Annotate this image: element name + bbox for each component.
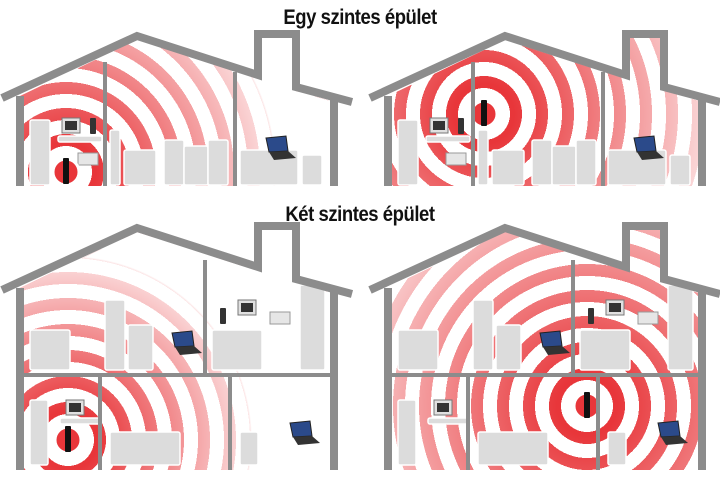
screen xyxy=(69,403,81,412)
armchair-icon xyxy=(491,149,525,186)
sofa-icon xyxy=(109,431,181,466)
laptop-icon xyxy=(657,420,681,438)
roof-outline xyxy=(0,30,354,106)
sofa-icon xyxy=(477,431,549,466)
desk-icon xyxy=(59,417,101,425)
armchair-icon xyxy=(123,149,157,186)
sofa-icon xyxy=(397,329,439,371)
screen xyxy=(609,303,621,312)
laptop-icon xyxy=(171,330,195,348)
cabinet-icon xyxy=(109,129,121,186)
roof-outline xyxy=(368,30,720,106)
printer-icon xyxy=(637,311,659,325)
laptop-base xyxy=(175,346,202,355)
title-two-story: Két szintes épület xyxy=(285,203,435,226)
laptop-base xyxy=(293,436,320,445)
cabinet-icon xyxy=(472,299,494,371)
desk-icon xyxy=(211,329,263,371)
roof-outline xyxy=(368,222,720,298)
desk-icon xyxy=(57,135,103,143)
phone-icon xyxy=(458,118,464,134)
cabinet-icon xyxy=(397,399,417,466)
tv-icon xyxy=(183,145,209,186)
cabinet-icon xyxy=(397,119,419,186)
cabinet-icon xyxy=(667,284,694,371)
cabinet-icon xyxy=(299,284,326,371)
laptop-base xyxy=(269,151,296,160)
screen xyxy=(65,121,77,130)
laptop-icon xyxy=(539,330,563,348)
laptop-base xyxy=(661,436,688,445)
cabinet-icon xyxy=(477,129,489,186)
printer-icon xyxy=(77,152,99,166)
router-icon xyxy=(63,158,69,184)
laptop-icon xyxy=(633,135,657,153)
phone-icon xyxy=(588,308,594,324)
cabinet-icon xyxy=(239,431,259,466)
house-bottom-right xyxy=(368,222,720,470)
laptop-icon xyxy=(265,135,289,153)
router-icon xyxy=(584,392,590,418)
printer-icon xyxy=(269,311,291,325)
screen xyxy=(437,403,449,412)
house-bottom-left xyxy=(0,222,354,470)
roof-outline xyxy=(0,222,354,298)
phone-icon xyxy=(90,118,96,134)
sofa-icon xyxy=(29,329,71,371)
house-top-left xyxy=(0,30,354,187)
phone-icon xyxy=(220,308,226,324)
tv-icon xyxy=(551,145,577,186)
printer-icon xyxy=(445,152,467,166)
laptop-base xyxy=(543,346,570,355)
desk-icon xyxy=(579,329,631,371)
speaker-icon xyxy=(207,139,229,186)
tv-icon xyxy=(495,324,522,371)
cabinet-icon xyxy=(29,399,49,466)
speaker-icon xyxy=(575,139,597,186)
cabinet-icon xyxy=(607,431,627,466)
screen xyxy=(241,303,253,312)
cabinet-icon xyxy=(104,299,126,371)
cabinet-icon xyxy=(29,119,51,186)
router-icon xyxy=(65,426,71,452)
house-top-right xyxy=(368,30,720,186)
desk-icon xyxy=(425,135,471,143)
laptop-base xyxy=(637,151,664,160)
title-single-story: Egy szintes épület xyxy=(283,6,437,29)
cabinet-icon xyxy=(301,154,323,186)
desk-icon xyxy=(427,417,469,425)
speaker-icon xyxy=(163,139,185,186)
screen xyxy=(433,121,445,130)
router-icon xyxy=(481,100,487,126)
speaker-icon xyxy=(531,139,553,186)
tv-icon xyxy=(127,324,154,371)
cabinet-icon xyxy=(669,154,691,186)
laptop-icon xyxy=(289,420,313,438)
